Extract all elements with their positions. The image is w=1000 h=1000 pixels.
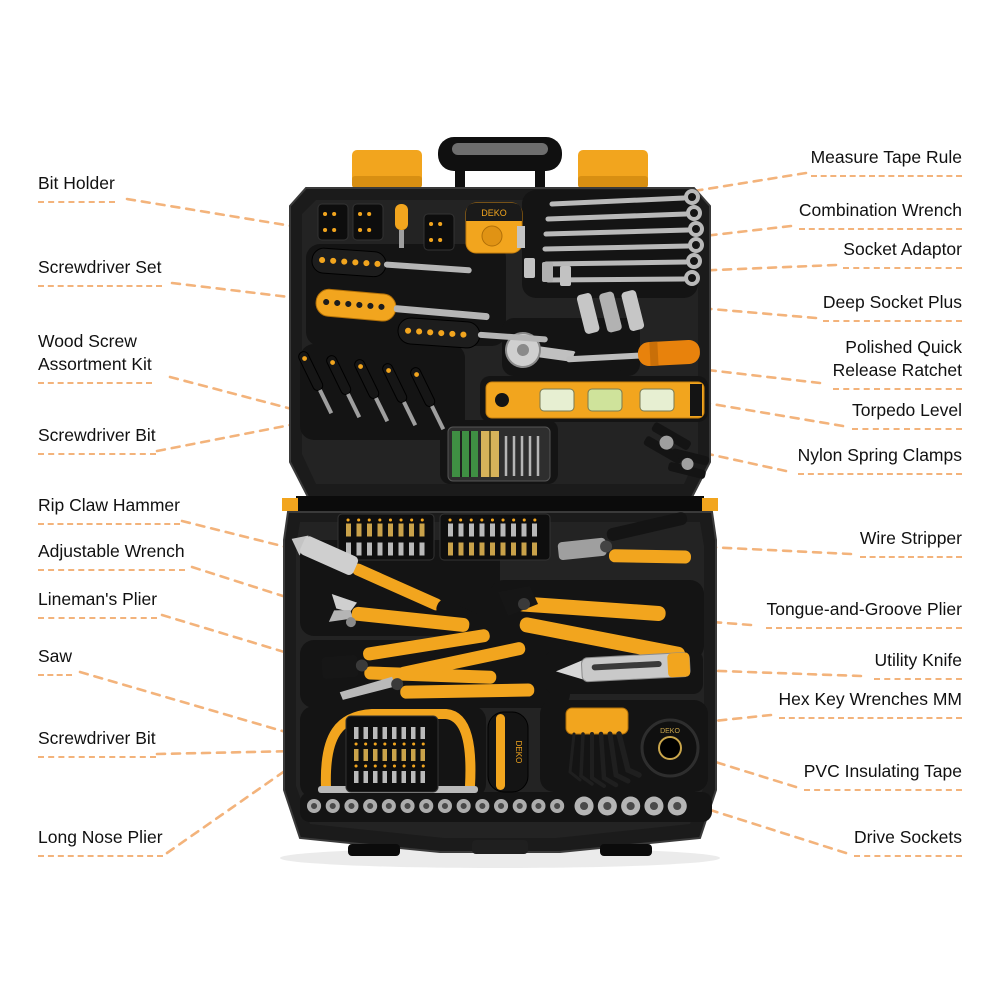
label-long-nose-plier-text: Long Nose Plier: [38, 826, 163, 857]
label-adjustable-wrench: Adjustable Wrench: [38, 540, 185, 571]
pvc-tape: DEKO: [640, 718, 700, 778]
label-linemans-plier: Lineman's Plier: [38, 588, 158, 619]
label-polished-quick-release-ratchet-text: Polished Quick Release Ratchet: [832, 336, 962, 390]
label-deep-socket-plus: Deep Socket Plus: [822, 291, 962, 322]
label-adjustable-wrench-text: Adjustable Wrench: [38, 540, 185, 571]
label-drive-sockets-text: Drive Sockets: [854, 826, 962, 857]
screwdriver-bit-set: [345, 715, 439, 793]
label-wire-stripper-text: Wire Stripper: [859, 527, 962, 558]
label-socket-adaptor: Socket Adaptor: [843, 238, 962, 269]
screwdriver-set: [311, 247, 548, 349]
label-hex-key-wrenches-mm-text: Hex Key Wrenches MM: [778, 688, 962, 719]
bit-driver-handle: DEKO: [487, 711, 529, 793]
claw-hammer: [291, 535, 486, 632]
bit-set-trays: [337, 513, 551, 561]
label-measure-tape-rule-text: Measure Tape Rule: [810, 146, 962, 177]
label-nylon-spring-clamps: Nylon Spring Clamps: [797, 444, 962, 475]
label-measure-tape-rule: Measure Tape Rule: [810, 146, 962, 177]
label-screwdriver-set-text: Screwdriver Set: [38, 256, 162, 287]
combination-wrench-set: [542, 189, 704, 286]
leader-combination-wrench: [650, 224, 793, 244]
wire-stripper: [557, 512, 691, 564]
leader-bit-holder: [125, 197, 318, 232]
hex-key-set: [565, 707, 642, 788]
label-saw-text: Saw: [38, 645, 73, 676]
label-torpedo-level-text: Torpedo Level: [852, 399, 962, 430]
label-wire-stripper: Wire Stripper: [859, 527, 962, 558]
label-wood-screw-assortment-kit-text: Wood Screw Assortment Kit: [38, 330, 152, 384]
spring-clamps: [643, 422, 710, 479]
label-tongue-and-groove-plier: Tongue-and-Groove Plier: [766, 598, 962, 629]
label-saw: Saw: [38, 645, 73, 676]
tape-brand-text: DEKO: [481, 208, 507, 218]
case-latch-left: [352, 150, 422, 188]
label-bit-holder-text: Bit Holder: [38, 172, 115, 203]
leader-saw: [78, 670, 322, 744]
case-handle: [438, 137, 562, 192]
label-tongue-and-groove-plier-text: Tongue-and-Groove Plier: [766, 598, 962, 629]
label-pvc-insulating-tape-text: PVC Insulating Tape: [803, 760, 962, 791]
tool-case: DEKO: [280, 137, 720, 868]
label-screwdriver-bit-bottom-text: Screwdriver Bit: [38, 727, 156, 758]
label-rip-claw-hammer: Rip Claw Hammer: [38, 494, 180, 525]
utility-knife: [555, 652, 691, 683]
precision-screwdriver-set: [298, 351, 446, 431]
label-combination-wrench-text: Combination Wrench: [798, 199, 962, 230]
case-feet: [348, 840, 652, 856]
bit-holder: [317, 203, 455, 251]
screw-assortment-box: [447, 426, 551, 482]
socket-adaptor-set: [524, 258, 571, 286]
label-rip-claw-hammer-text: Rip Claw Hammer: [38, 494, 180, 525]
label-pvc-insulating-tape: PVC Insulating Tape: [803, 760, 962, 791]
deep-socket-set: [576, 290, 645, 334]
leader-socket-adaptor: [568, 263, 838, 278]
label-bit-holder: Bit Holder: [38, 172, 115, 203]
label-deep-socket-plus-text: Deep Socket Plus: [822, 291, 962, 322]
label-screwdriver-bit-top-text: Screwdriver Bit: [38, 424, 156, 455]
tape-roll-brand-text: DEKO: [660, 728, 680, 735]
leader-utility-knife: [690, 668, 863, 678]
torpedo-level: [485, 381, 705, 419]
label-nylon-spring-clamps-text: Nylon Spring Clamps: [797, 444, 962, 475]
small-screwdriver: [395, 204, 408, 248]
label-combination-wrench: Combination Wrench: [798, 199, 962, 230]
driver-brand-text: DEKO: [514, 741, 523, 764]
label-screwdriver-bit-bottom: Screwdriver Bit: [38, 727, 156, 758]
long-nose-plier: [339, 642, 535, 700]
label-utility-knife: Utility Knife: [874, 649, 962, 680]
label-long-nose-plier: Long Nose Plier: [38, 826, 163, 857]
label-hex-key-wrenches-mm: Hex Key Wrenches MM: [778, 688, 962, 719]
label-screwdriver-bit-top: Screwdriver Bit: [38, 424, 156, 455]
leader-pvc-tape: [694, 754, 798, 789]
label-polished-quick-release-ratchet: Polished Quick Release Ratchet: [832, 336, 962, 390]
label-torpedo-level: Torpedo Level: [852, 399, 962, 430]
leader-drive-sockets: [702, 806, 848, 855]
flat-screwdriver: [566, 339, 700, 367]
adjustable-wrench: [328, 593, 470, 632]
measure-tape: DEKO: [465, 202, 525, 254]
case-hinge: [282, 496, 718, 514]
case-latch-right: [578, 150, 648, 188]
label-utility-knife-text: Utility Knife: [874, 649, 962, 680]
leader-torpedo-level: [698, 400, 845, 428]
label-socket-adaptor-text: Socket Adaptor: [843, 238, 962, 269]
label-linemans-plier-text: Lineman's Plier: [38, 588, 158, 619]
groove-plier: [498, 586, 686, 662]
label-screwdriver-set: Screwdriver Set: [38, 256, 162, 287]
label-wood-screw-assortment-kit: Wood Screw Assortment Kit: [38, 330, 152, 384]
label-drive-sockets: Drive Sockets: [854, 826, 962, 857]
